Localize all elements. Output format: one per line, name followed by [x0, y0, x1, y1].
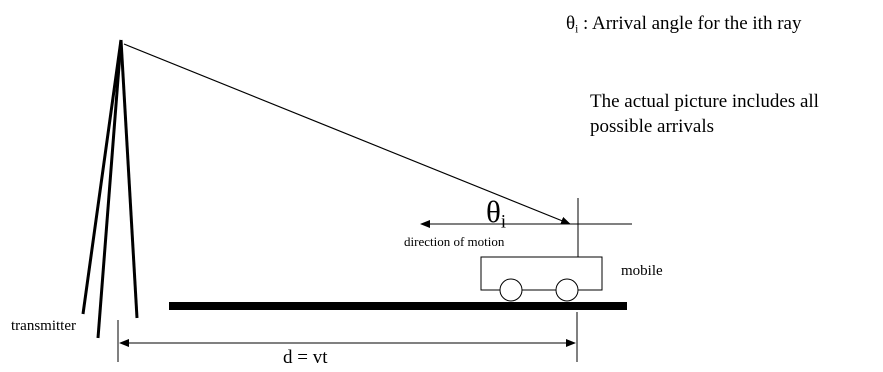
legend-description: : Arrival angle for the ith ray — [578, 13, 802, 34]
transmitter-label: transmitter — [11, 318, 76, 334]
legend-text: θi : Arrival angle for the ith ray — [566, 14, 801, 36]
mobile-vehicle — [480, 256, 603, 302]
note-line-2: possible arrivals — [590, 116, 715, 137]
arrival-ray — [123, 43, 571, 225]
transmitter-tower — [81, 39, 139, 339]
note-line-1: The actual picture includes all — [590, 91, 819, 112]
angle-subscript: i — [500, 211, 507, 233]
legend-symbol: θ — [566, 13, 576, 34]
distance-label: d = vt — [283, 347, 328, 368]
mobile-label: mobile — [621, 263, 663, 279]
legend-subscript: i — [575, 23, 579, 36]
distance-marker — [117, 312, 578, 362]
direction-of-motion-label: direction of motion — [404, 234, 505, 249]
angle-symbol: θ — [486, 194, 501, 229]
mobile-wheel — [555, 278, 579, 302]
ground-bar — [169, 302, 627, 310]
mobile-wheel — [499, 278, 523, 302]
angle-label: θi — [486, 196, 506, 232]
